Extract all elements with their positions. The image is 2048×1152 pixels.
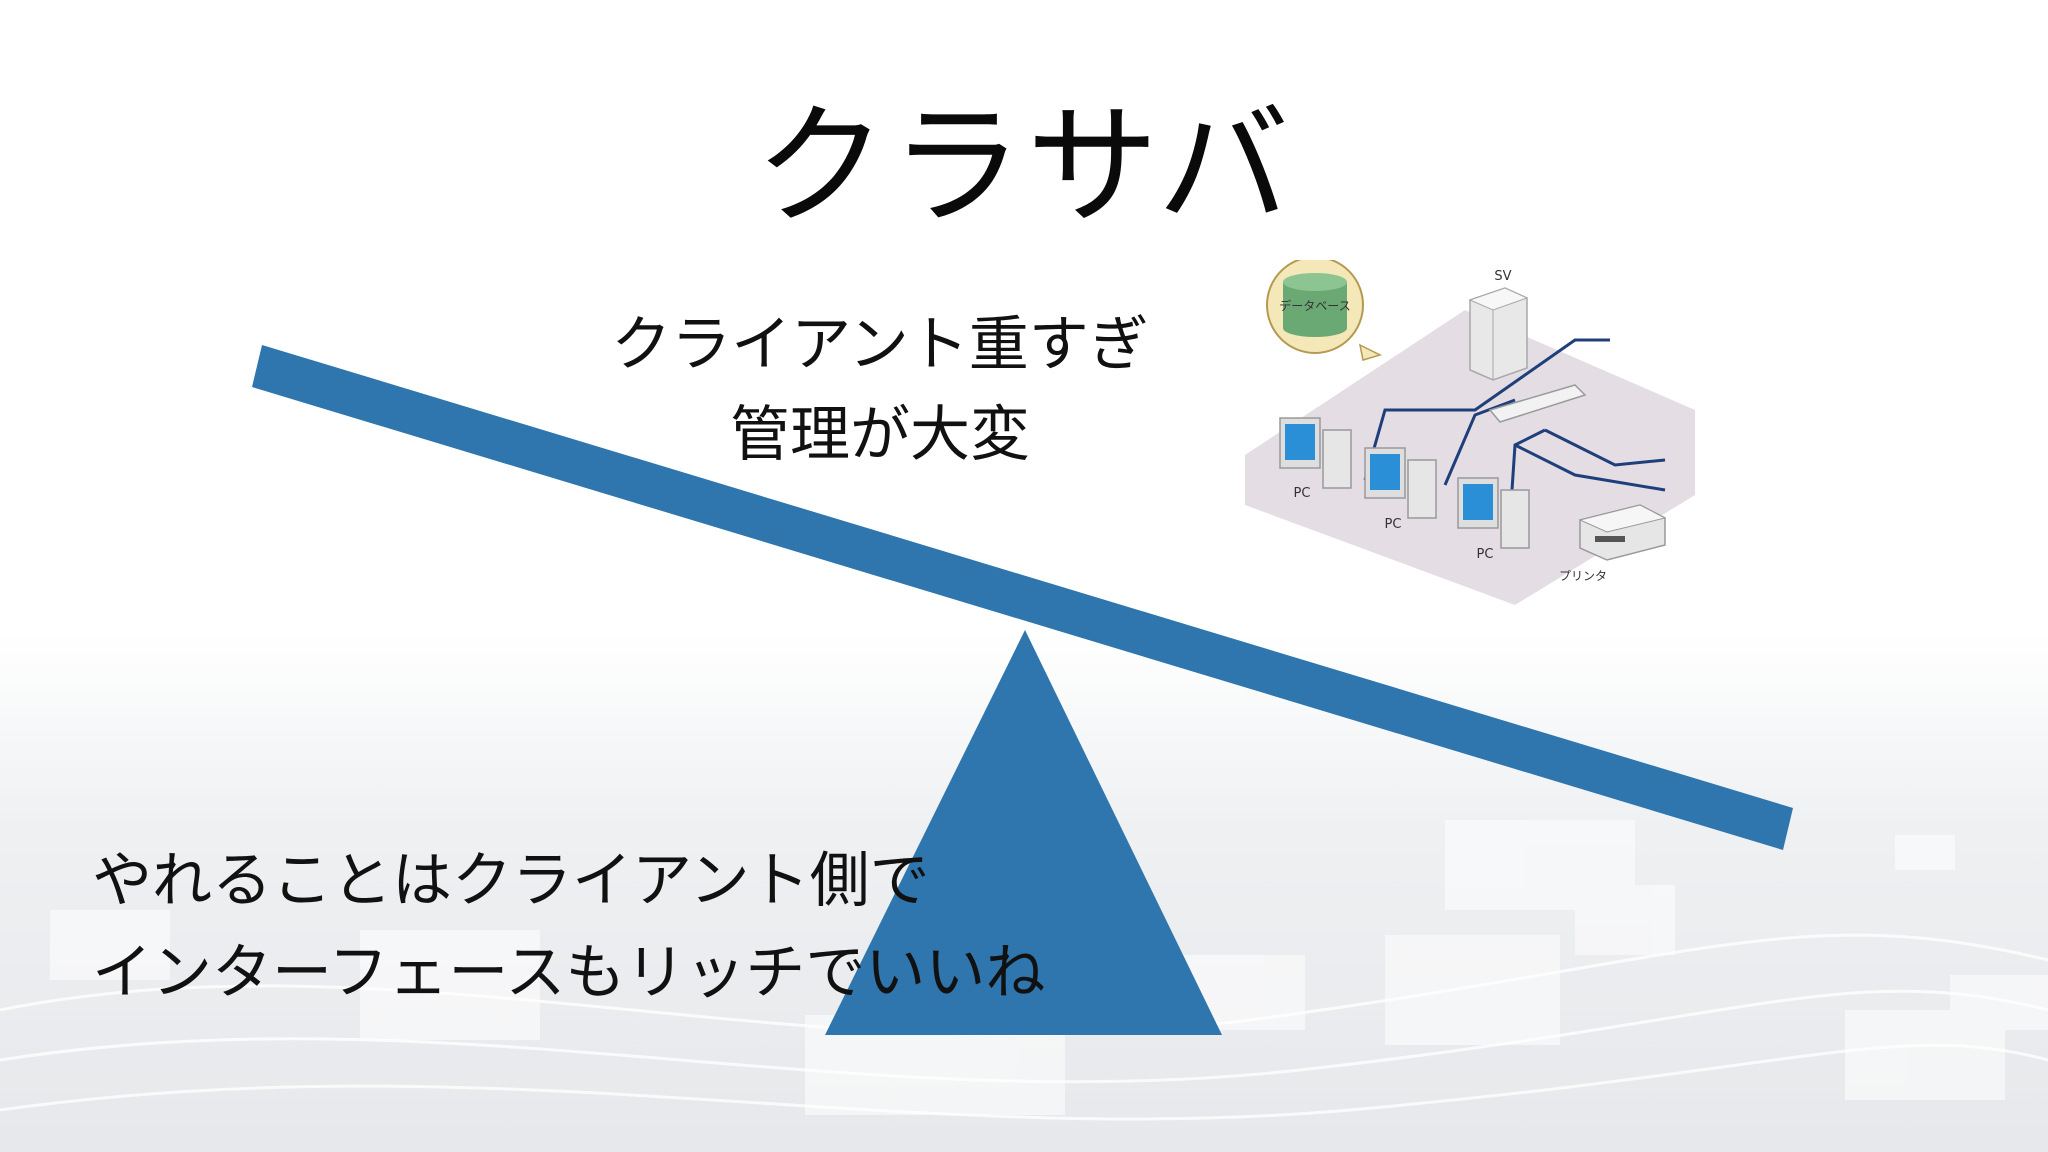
bg-swoosh <box>0 989 2048 1084</box>
pc-label: PC <box>1294 486 1311 501</box>
pros-line-1: やれることはクライアント側で <box>92 846 930 916</box>
cons-line-2: 管理が大変 <box>730 400 1030 470</box>
client-server-diagram: データベース SV PC PC PC <box>1245 260 1695 605</box>
pc-icon <box>1457 477 1530 549</box>
seesaw-fulcrum <box>825 630 1222 1035</box>
bg-panel <box>1895 835 1955 870</box>
bg-panel <box>360 930 540 1040</box>
database-bubble: データベース <box>1266 260 1383 361</box>
pc-icon <box>1364 447 1437 519</box>
seesaw-beam <box>252 345 1793 850</box>
bg-panel <box>1575 885 1675 955</box>
bg-panel <box>1950 975 2048 1030</box>
pros-text: やれることはクライアント側で インターフェースもリッチでいいね <box>92 835 1092 1019</box>
cons-line-1: クライアント重すぎ <box>611 310 1149 380</box>
pc-icon <box>1279 417 1352 489</box>
server-icon <box>1468 287 1529 381</box>
bg-panel <box>50 910 170 980</box>
server-label: SV <box>1494 269 1511 284</box>
printer-icon <box>1578 504 1667 561</box>
pros-line-2: インターフェースもリッチでいいね <box>92 938 1046 1008</box>
slide-title: クラサバ <box>754 90 1294 244</box>
pc-label: PC <box>1385 517 1402 532</box>
pc-label: PC <box>1477 547 1494 562</box>
cons-text: クライアント重すぎ 管理が大変 <box>560 300 1200 480</box>
bg-swoosh <box>0 1043 2048 1121</box>
printer-label: プリンタ <box>1559 569 1607 583</box>
network-switch <box>1488 384 1587 423</box>
database-label: データベース <box>1279 298 1350 313</box>
bg-panel <box>1385 935 1560 1045</box>
